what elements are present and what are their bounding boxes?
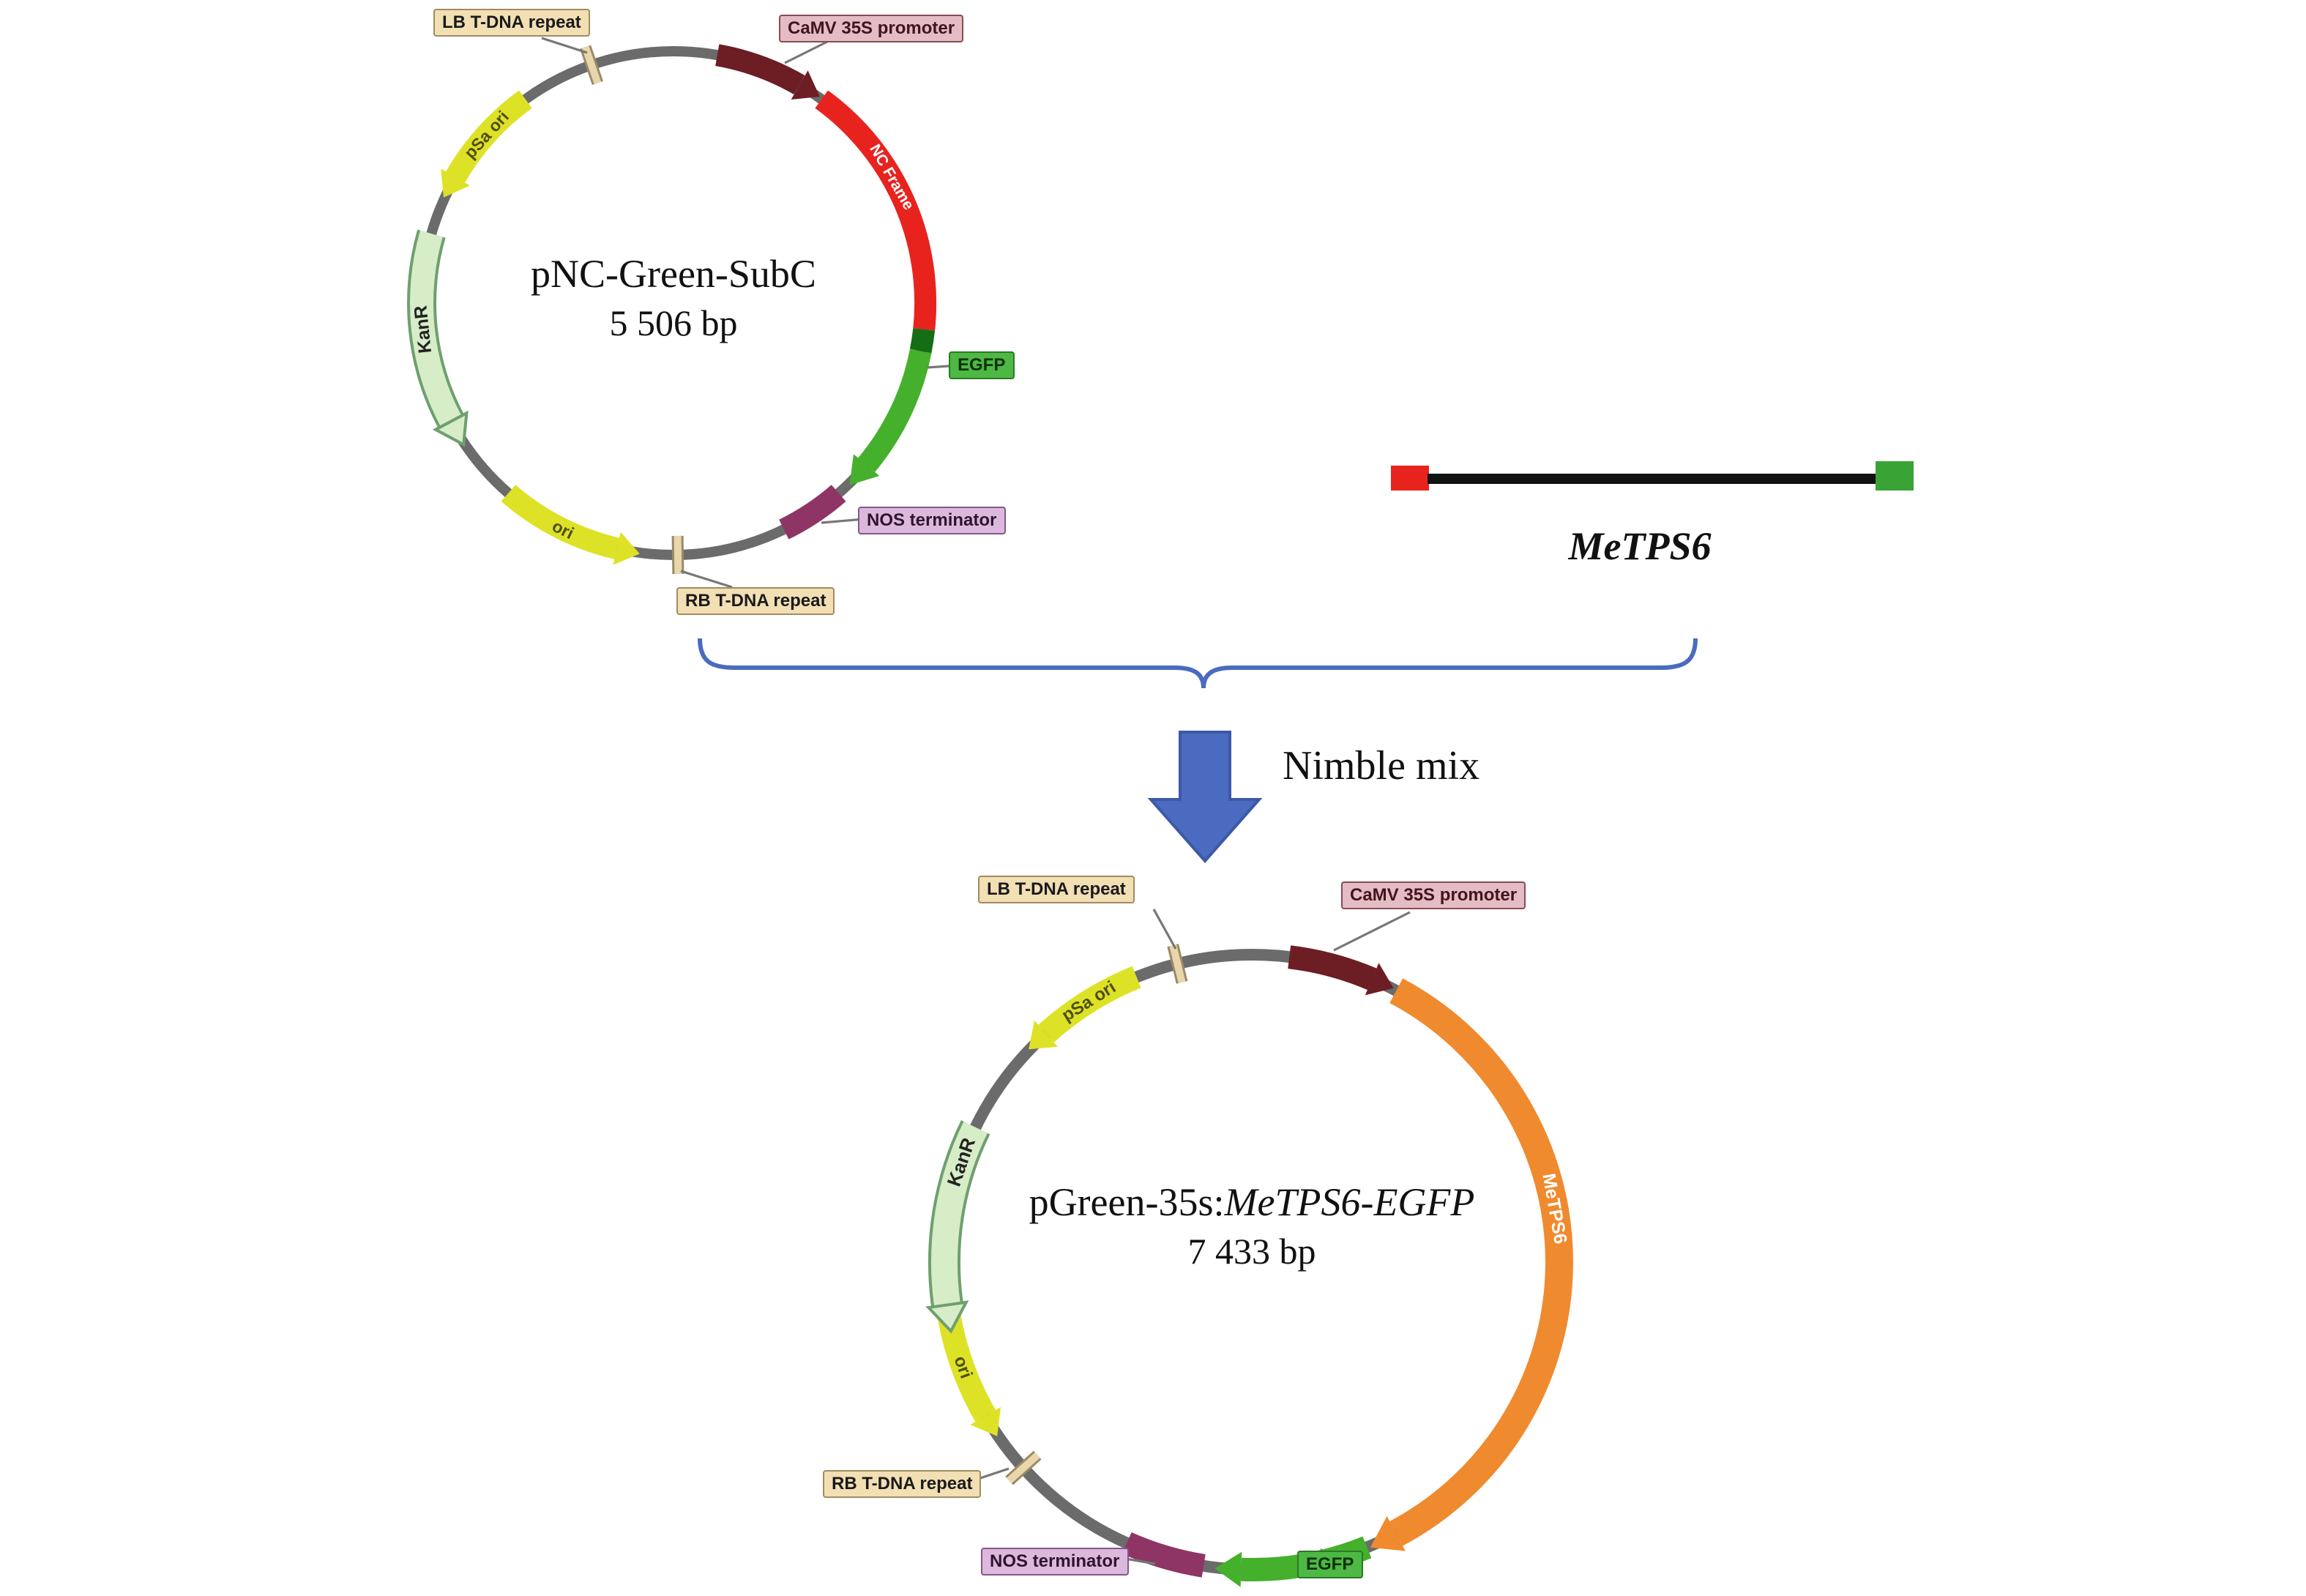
insert-left-end-cap — [1391, 466, 1429, 491]
grouping-brace — [698, 638, 1698, 689]
plasmid1-ori-arrow — [501, 485, 620, 559]
process-label: Nimble mix — [1283, 744, 1480, 789]
plasmid2-lb-tdna-label: LB T-DNA repeat — [978, 876, 1135, 903]
plasmid2-rb-tdna-tick — [1007, 1452, 1040, 1484]
plasmid2-nos-label: NOS terminator — [981, 1548, 1129, 1576]
plasmid1-nc-frame-arc-label: NC Frame — [866, 141, 917, 212]
plasmid2-kanr-arrow-head — [925, 1300, 969, 1334]
plasmid2-ori-arrow-head — [970, 1407, 1001, 1436]
plasmid1-nc-frame-band — [815, 90, 937, 331]
plasmid2-size: 7 433 bp — [1187, 1233, 1316, 1272]
leader-line — [1152, 909, 1177, 950]
plasmid1-rb-tdna-label: RB T-DNA repeat — [676, 587, 835, 615]
plasmid2-name-prefix: pGreen-35s: — [1029, 1180, 1225, 1224]
plasmid1-egfp-arrow — [858, 348, 932, 472]
plasmid2-egfp-arrow-head — [1214, 1551, 1242, 1587]
leader-line — [680, 570, 733, 589]
plasmid2-psa-ori-arrow-head — [1029, 1021, 1058, 1050]
plasmid1-egfp-arrow-head — [849, 454, 880, 485]
plasmid1-lb-tdna-tick — [581, 45, 602, 85]
plasmid2-nos-band — [1122, 1532, 1206, 1578]
plasmid2-rb-tdna-label: RB T-DNA repeat — [823, 1470, 982, 1498]
plasmid2-lb-tdna-tick — [1169, 944, 1186, 983]
leader-line — [784, 40, 829, 64]
plasmid1-egfp-label: EGFP — [949, 351, 1015, 379]
plasmid2-metps6-arrow-head — [1370, 1516, 1406, 1551]
plasmid2-name-italic: MeTPS6-EGFP — [1224, 1180, 1475, 1224]
plasmid1-kanr-arc-label: KanR — [410, 305, 436, 354]
leader-line — [926, 365, 949, 369]
plasmid1-title: pNC-Green-SubC 5 506 bp — [469, 252, 878, 346]
plasmid1-name: pNC-Green-SubC — [531, 252, 816, 296]
plasmid1-psa-ori-arrow — [446, 90, 532, 183]
plasmid1-camv-promoter-arrow — [714, 44, 805, 95]
plasmid1-nos-band — [778, 485, 846, 540]
plasmid1-egfp-dark-band — [909, 328, 936, 354]
plasmid1-rb-tdna-tick — [673, 535, 682, 575]
plasmid2-camv-promoter-arrow — [1288, 945, 1377, 991]
insert-right-end-cap — [1876, 461, 1914, 491]
insert-gene-label: MeTPS6 — [1568, 524, 1712, 568]
leader-line — [1333, 911, 1411, 952]
plasmid2-egfp-label: EGFP — [1297, 1551, 1363, 1578]
plasmid2-metps6-arrow — [1389, 978, 1573, 1546]
plasmid2-camv-label: CaMV 35S promoter — [1341, 881, 1526, 909]
plasmid1-kanr-arrow — [410, 230, 462, 427]
plasmid1-psa-ori-arc-label: pSa ori — [460, 107, 512, 162]
down-arrow-icon — [1147, 731, 1263, 864]
plasmid2-psa-ori-arrow — [1038, 966, 1141, 1043]
plasmid2-kanr-arrow — [931, 1121, 988, 1307]
plasmid1-psa-ori-arrow-head — [441, 168, 470, 198]
leader-line — [541, 37, 588, 54]
plasmid1-ori-arrow-head — [613, 532, 640, 565]
plasmid1-lb-tdna-label: LB T-DNA repeat — [433, 9, 590, 37]
plasmid2-name: pGreen-35s:MeTPS6-EGFP — [937, 1180, 1567, 1226]
plasmid1-camv-label: CaMV 35S promoter — [779, 15, 964, 42]
plasmid1-size: 5 506 bp — [609, 305, 738, 344]
plasmid2-title: pGreen-35s:MeTPS6-EGFP 7 433 bp — [937, 1180, 1567, 1274]
plasmid1-camv-promoter-arrow-head — [791, 70, 820, 100]
plasmid2-camv-promoter-arrow-head — [1365, 963, 1394, 996]
plasmid1-kanr-arrow-head — [432, 410, 469, 447]
plasmid1-nos-label: NOS terminator — [858, 507, 1006, 534]
